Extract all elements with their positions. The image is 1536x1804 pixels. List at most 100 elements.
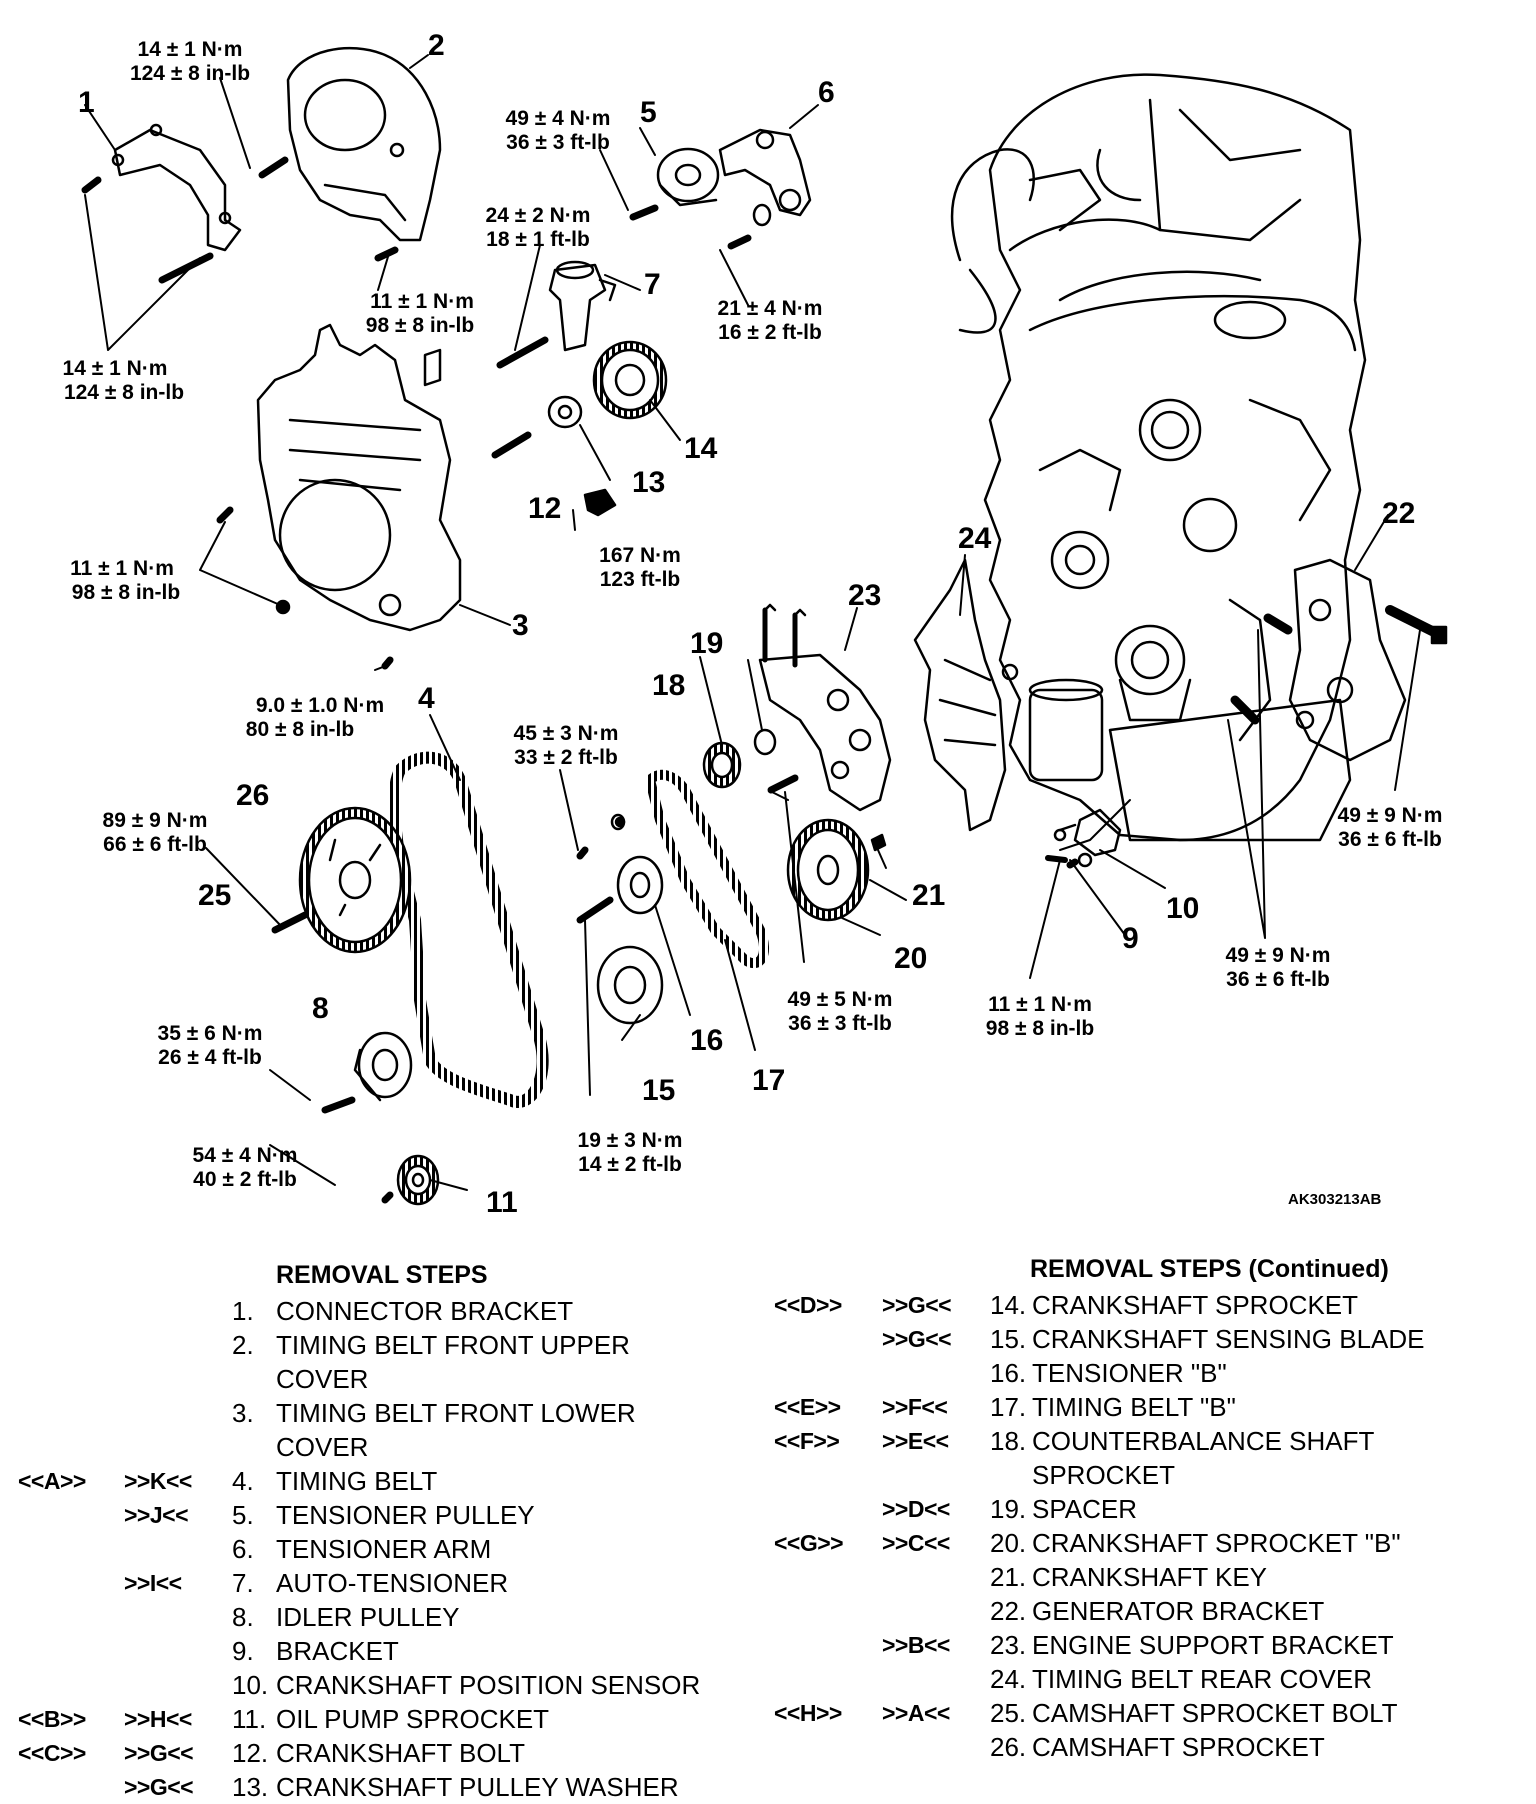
crankshaft-pulley-washer [547,395,583,429]
step-text: CAMSHAFT SPROCKET BOLT [1032,1698,1398,1728]
step-install-code: >>I<< [124,1570,182,1596]
step-text: TIMING BELT FRONT UPPER [276,1330,630,1360]
step-number: 13. [232,1772,269,1802]
removal-step-row: >>B<<23.ENGINE SUPPORT BRACKET [760,1628,1536,1662]
oil-pump-sprocket [396,1154,440,1206]
step-install-code: >>C<< [882,1530,950,1556]
part-label-20: 20 [894,942,927,975]
step-number: 22. [990,1596,1027,1626]
step-number: 3. [232,1398,254,1428]
step-install-code: >>H<< [124,1706,192,1732]
step-number: 26. [990,1732,1027,1762]
crankshaft-key [870,833,887,852]
removal-step-row: 16.TENSIONER "B" [760,1356,1536,1390]
step-text: TIMING BELT [276,1466,438,1496]
removal-steps-right: REMOVAL STEPS (Continued) <<D>>>>G<<14.C… [760,1246,1536,1800]
step-install-code: >>G<< [124,1774,194,1800]
step-dismount-code: <<C>> [18,1740,86,1766]
part-label-12: 12 [528,492,561,525]
removal-step-row: 21.CRANKSHAFT KEY [760,1560,1536,1594]
step-number: 18. [990,1426,1027,1456]
step-number: 1. [232,1296,254,1326]
step-number: 20. [990,1528,1027,1558]
part-label-24: 24 [958,522,992,555]
step-number: 4. [232,1466,254,1496]
removal-step-row: 26.CAMSHAFT SPROCKET [760,1730,1536,1764]
part-label-16: 16 [690,1024,723,1057]
removal-step-row: 6.TENSIONER ARM [0,1532,740,1566]
removal-step-row: <<H>>>>A<<25.CAMSHAFT SPROCKET BOLT [760,1696,1536,1730]
part-label-8: 8 [312,992,329,1025]
crankshaft-sensing-blade-disc [596,945,664,1025]
part-label-17: 17 [752,1064,785,1097]
figure-code: AK303213AB [1288,1191,1382,1208]
step-text: GENERATOR BRACKET [1032,1596,1325,1626]
removal-step-row: >>D<<19.SPACER [760,1492,1536,1526]
step-install-code: >>A<< [882,1700,950,1726]
step-text: ENGINE SUPPORT BRACKET [1032,1630,1394,1660]
step-text: COUNTERBALANCE SHAFT [1032,1426,1375,1456]
crankshaft-position-sensor [1045,808,1122,868]
step-text: CRANKSHAFT POSITION SENSOR [276,1670,701,1700]
step-number: 10. [232,1670,269,1700]
step-text: CRANKSHAFT PULLEY WASHER [276,1772,679,1802]
step-number: 12. [232,1738,269,1768]
timing-belt-front-upper-cover [286,46,442,242]
step-install-code: >>G<< [882,1292,952,1318]
step-number: 2. [232,1330,254,1360]
washer-icon [614,816,626,828]
bolts [81,156,1079,1204]
step-text: CRANKSHAFT SPROCKET [1032,1290,1359,1320]
step-number: 21. [990,1562,1027,1592]
removal-steps-continued-title: REMOVAL STEPS (Continued) [1030,1255,1389,1283]
step-dismount-code: <<F>> [774,1428,840,1454]
step-text: CRANKSHAFT SPROCKET "B" [1032,1528,1401,1558]
part-label-1: 1 [78,86,95,119]
step-dismount-code: <<H>> [774,1700,842,1726]
removal-step-row: 10.CRANKSHAFT POSITION SENSOR [0,1668,740,1702]
step-number: 17. [990,1392,1027,1422]
step-text: SPACER [1032,1494,1137,1524]
part-label-18: 18 [652,669,685,702]
tensioner-arm [718,128,812,227]
spacer [753,728,777,756]
removal-step-row: 1.CONNECTOR BRACKET [0,1294,740,1328]
step-install-code: >>G<< [124,1740,194,1766]
exploded-diagram: 1 2 3 4 5 6 7 8 9 10 11 12 13 14 15 16 1… [63,29,1448,1219]
step-install-code: >>K<< [124,1468,192,1494]
step-install-code: >>J<< [124,1502,189,1528]
part-label-3: 3 [512,609,529,642]
step-number: 19. [990,1494,1027,1524]
step-dismount-code: <<B>> [18,1706,86,1732]
step-number: 9. [232,1636,254,1666]
step-install-code: >>G<< [882,1326,952,1352]
removal-steps-title: REMOVAL STEPS [276,1261,488,1289]
part-label-25: 25 [198,879,231,912]
removal-step-row: 9.BRACKET [0,1634,740,1668]
auto-tensioner [548,260,617,352]
part-label-4: 4 [418,682,435,715]
step-text: CRANKSHAFT SENSING BLADE [1032,1324,1425,1354]
step-text: CRANKSHAFT KEY [1032,1562,1268,1592]
step-text: TENSIONER "B" [1032,1358,1227,1388]
removal-step-row: <<E>>>>F<<17.TIMING BELT "B" [760,1390,1536,1424]
part-label-13: 13 [632,466,665,499]
part-label-7: 7 [644,268,661,301]
